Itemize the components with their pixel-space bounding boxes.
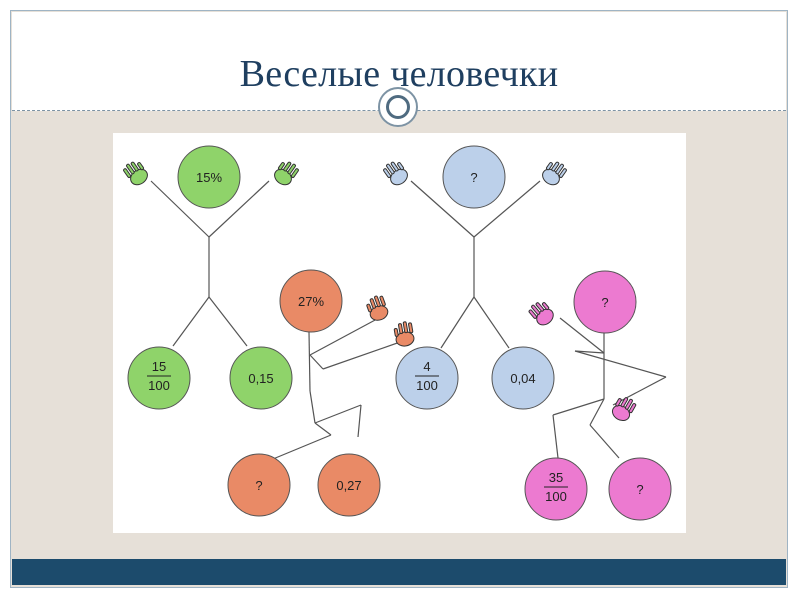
pink-head-label: ? — [601, 295, 608, 310]
blue-right-hand-icon — [542, 161, 567, 186]
orange-head-circle — [279, 269, 343, 333]
orange-right-foot-circle — [317, 453, 381, 517]
blue-right-foot-circle — [491, 346, 555, 410]
green-right-foot-circle — [229, 346, 293, 410]
blue-left-foot-circle — [395, 346, 459, 410]
blue-right-foot-label: 0,04 — [510, 371, 535, 386]
orange-left-foot-circle — [227, 453, 291, 517]
green-left-foot-circle — [127, 346, 191, 410]
blue-left-hand-icon — [383, 161, 408, 186]
divider-ornament-icon — [378, 87, 418, 127]
green-right-hand-icon — [274, 161, 299, 186]
green-right-foot-label: 0,15 — [248, 371, 273, 386]
green-left-hand-icon — [123, 161, 148, 186]
blue-head-circle — [442, 145, 506, 209]
bottom-bar — [12, 559, 786, 585]
pink-right-foot-label: ? — [636, 482, 643, 497]
blue-head-label: ? — [470, 170, 477, 185]
pink-head-circle — [573, 270, 637, 334]
green-head-circle — [177, 145, 241, 209]
orange-upper-hand-icon — [366, 295, 389, 321]
orange-left-foot-label: ? — [255, 478, 262, 493]
green-left-foot-numerator: 15 — [152, 359, 166, 374]
pink-right-foot-circle — [608, 457, 672, 521]
pink-lower-hand-icon — [611, 397, 637, 422]
pink-left-foot-denominator: 100 — [545, 489, 567, 504]
stick-figures-svg: 15% 15 100 0,15 27% ? 0,27 ? 4 100 0,04 … — [123, 145, 672, 521]
green-head-label: 15% — [196, 170, 222, 185]
orange-head-label: 27% — [298, 294, 324, 309]
green-left-foot-denominator: 100 — [148, 378, 170, 393]
stick-figures-picture: 15% 15 100 0,15 27% ? 0,27 ? 4 100 0,04 … — [113, 133, 686, 533]
pink-left-hand-icon — [528, 302, 554, 326]
orange-lower-hand-icon — [393, 321, 415, 347]
pink-left-foot-numerator: 35 — [549, 470, 563, 485]
pink-left-foot-circle — [524, 457, 588, 521]
blue-left-foot-denominator: 100 — [416, 378, 438, 393]
orange-right-foot-label: 0,27 — [336, 478, 361, 493]
blue-left-foot-numerator: 4 — [423, 359, 430, 374]
